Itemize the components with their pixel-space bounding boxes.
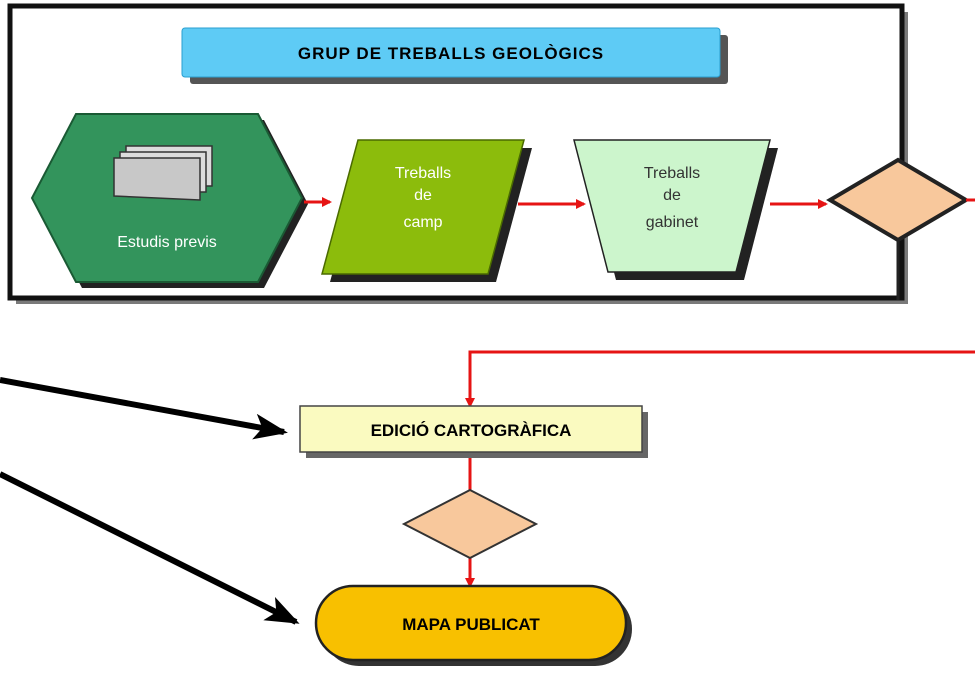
group-title-banner: GRUP DE TREBALLS GEOLÒGICS — [181, 27, 728, 84]
connector-to-edicio — [465, 350, 975, 408]
node-mapa-publicat: MAPA PUBLICAT — [314, 584, 632, 666]
decision-diamond-bottom — [401, 488, 539, 560]
node-treballs-camp: Treballs de camp — [321, 139, 532, 282]
group-connectors — [304, 197, 975, 300]
treballs-gabinet-line3: gabinet — [646, 214, 699, 231]
mapa-shape — [314, 584, 628, 662]
decision-diamond-bottom-shape — [401, 488, 539, 560]
node-edicio-cartografica: EDICIÓ CARTOGRÀFICA — [299, 405, 648, 458]
pointer-arrows — [0, 377, 300, 625]
treballs-camp-line3: camp — [403, 214, 442, 231]
node-estudis-previs: Estudis previs — [30, 113, 308, 288]
document-sheet-front — [113, 157, 201, 201]
pointer-arrow-to-mapa — [0, 471, 300, 625]
node-treballs-gabinet: Treballs de gabinet — [573, 139, 778, 280]
pointer-arrow-to-edicio — [0, 377, 288, 440]
documents-icon — [113, 145, 213, 201]
estudis-previs-label: Estudis previs — [117, 234, 217, 251]
treballs-gabinet-line2: de — [663, 187, 681, 204]
treballs-camp-line1: Treballs — [395, 165, 451, 182]
treballs-camp-line2: de — [414, 187, 432, 204]
group-title: GRUP DE TREBALLS GEOLÒGICS — [298, 44, 604, 63]
treballs-gabinet-line1: Treballs — [644, 165, 700, 182]
edicio-label: EDICIÓ CARTOGRÀFICA — [371, 421, 572, 440]
lower-connectors — [465, 350, 975, 588]
mapa-label: MAPA PUBLICAT — [402, 615, 540, 634]
parallelogram-shape — [321, 139, 525, 275]
edicio-box — [299, 405, 643, 453]
title-banner-box — [181, 27, 721, 78]
trapezoid-shape — [573, 139, 771, 273]
